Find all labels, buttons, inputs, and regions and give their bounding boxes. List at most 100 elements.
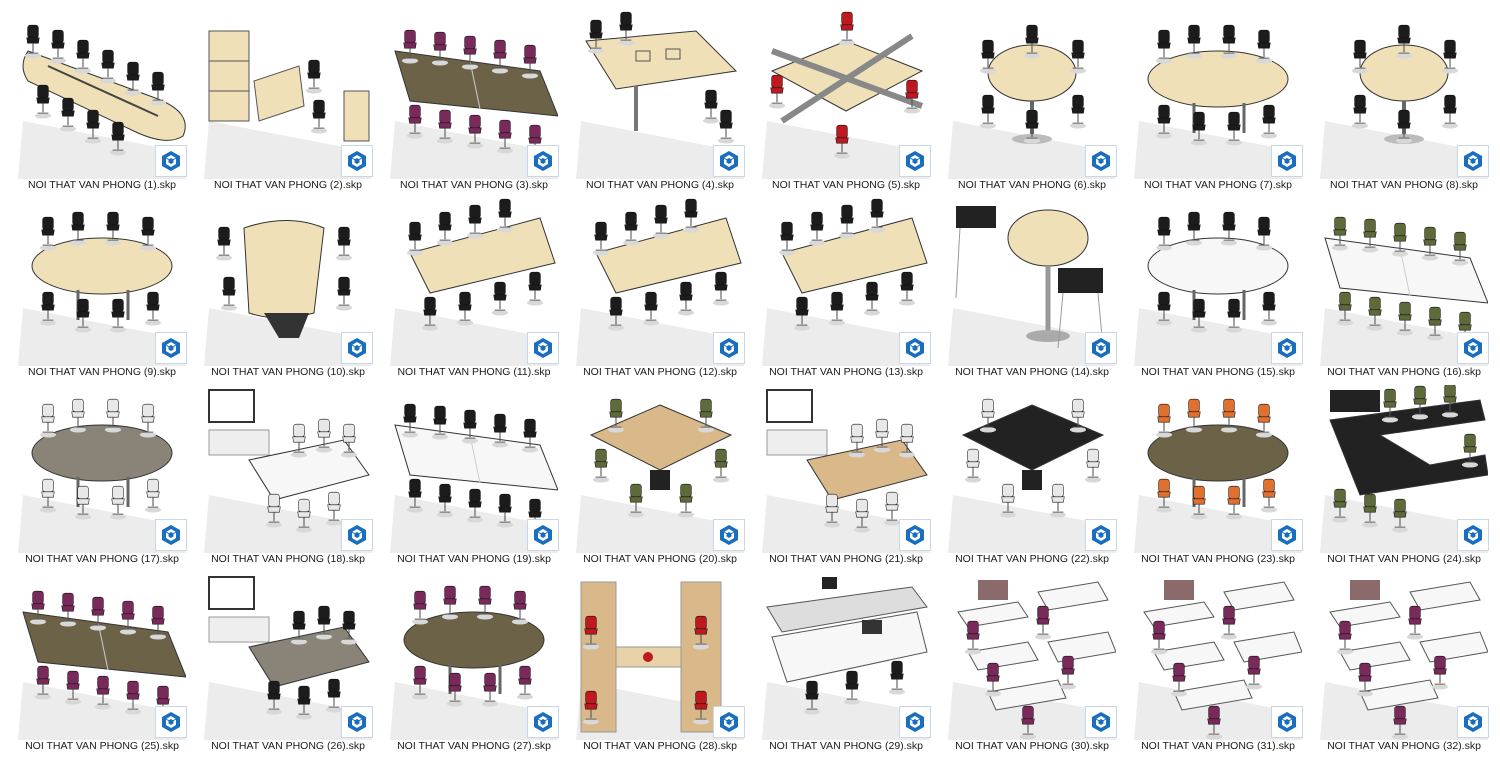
file-item-14[interactable]: NOI THAT VAN PHONG (14).skp	[948, 198, 1134, 385]
sketchup-file-icon	[1271, 332, 1303, 364]
sketchup-file-icon	[713, 332, 745, 364]
file-name-label: NOI THAT VAN PHONG (22).skp	[955, 553, 1109, 565]
file-item-9[interactable]: NOI THAT VAN PHONG (9).skp	[18, 198, 204, 385]
file-item-1[interactable]: NOI THAT VAN PHONG (1).skp	[18, 11, 204, 198]
file-item-15[interactable]: NOI THAT VAN PHONG (15).skp	[1134, 198, 1320, 385]
file-name-label: NOI THAT VAN PHONG (29).skp	[769, 740, 923, 752]
sketchup-file-icon	[527, 145, 559, 177]
file-item-4[interactable]: NOI THAT VAN PHONG (4).skp	[576, 11, 762, 198]
file-item-6[interactable]: NOI THAT VAN PHONG (6).skp	[948, 11, 1134, 198]
file-thumbnail[interactable]	[576, 572, 744, 740]
file-name-label: NOI THAT VAN PHONG (13).skp	[769, 366, 923, 378]
file-item-3[interactable]: NOI THAT VAN PHONG (3).skp	[390, 11, 576, 198]
file-thumbnail[interactable]	[762, 385, 930, 553]
file-thumbnail[interactable]	[1320, 11, 1488, 179]
file-name-label: NOI THAT VAN PHONG (11).skp	[397, 366, 551, 378]
file-item-24[interactable]: NOI THAT VAN PHONG (24).skp	[1320, 385, 1500, 572]
file-item-8[interactable]: NOI THAT VAN PHONG (8).skp	[1320, 11, 1500, 198]
file-name-label: NOI THAT VAN PHONG (18).skp	[211, 553, 365, 565]
file-name-label: NOI THAT VAN PHONG (4).skp	[586, 179, 734, 191]
file-item-27[interactable]: NOI THAT VAN PHONG (27).skp	[390, 572, 576, 759]
sketchup-file-icon	[527, 332, 559, 364]
file-item-12[interactable]: NOI THAT VAN PHONG (12).skp	[576, 198, 762, 385]
file-name-label: NOI THAT VAN PHONG (24).skp	[1327, 553, 1481, 565]
file-thumbnail[interactable]	[204, 385, 372, 553]
sketchup-file-icon	[155, 519, 187, 551]
file-item-29[interactable]: NOI THAT VAN PHONG (29).skp	[762, 572, 948, 759]
file-thumbnail[interactable]	[948, 198, 1116, 366]
file-name-label: NOI THAT VAN PHONG (10).skp	[211, 366, 365, 378]
file-thumbnail[interactable]	[762, 198, 930, 366]
file-name-label: NOI THAT VAN PHONG (6).skp	[958, 179, 1106, 191]
file-name-label: NOI THAT VAN PHONG (8).skp	[1330, 179, 1478, 191]
file-thumbnail[interactable]	[390, 572, 558, 740]
file-item-25[interactable]: NOI THAT VAN PHONG (25).skp	[18, 572, 204, 759]
file-name-label: NOI THAT VAN PHONG (20).skp	[583, 553, 737, 565]
sketchup-file-icon	[527, 706, 559, 738]
file-item-22[interactable]: NOI THAT VAN PHONG (22).skp	[948, 385, 1134, 572]
sketchup-file-icon	[527, 519, 559, 551]
file-item-2[interactable]: NOI THAT VAN PHONG (2).skp	[204, 11, 390, 198]
sketchup-file-icon	[1085, 519, 1117, 551]
file-thumbnail[interactable]	[1320, 572, 1488, 740]
file-item-16[interactable]: NOI THAT VAN PHONG (16).skp	[1320, 198, 1500, 385]
file-item-18[interactable]: NOI THAT VAN PHONG (18).skp	[204, 385, 390, 572]
file-item-26[interactable]: NOI THAT VAN PHONG (26).skp	[204, 572, 390, 759]
file-item-10[interactable]: NOI THAT VAN PHONG (10).skp	[204, 198, 390, 385]
file-item-17[interactable]: NOI THAT VAN PHONG (17).skp	[18, 385, 204, 572]
sketchup-file-icon	[713, 706, 745, 738]
sketchup-file-icon	[341, 145, 373, 177]
sketchup-file-icon	[899, 519, 931, 551]
file-thumbnail[interactable]	[390, 11, 558, 179]
file-thumbnail[interactable]	[390, 198, 558, 366]
sketchup-file-icon	[1457, 145, 1489, 177]
file-thumbnail[interactable]	[762, 572, 930, 740]
sketchup-file-icon	[155, 145, 187, 177]
file-name-label: NOI THAT VAN PHONG (9).skp	[28, 366, 176, 378]
sketchup-file-icon	[1457, 519, 1489, 551]
file-item-20[interactable]: NOI THAT VAN PHONG (20).skp	[576, 385, 762, 572]
file-item-23[interactable]: NOI THAT VAN PHONG (23).skp	[1134, 385, 1320, 572]
file-name-label: NOI THAT VAN PHONG (2).skp	[214, 179, 362, 191]
sketchup-file-icon	[713, 519, 745, 551]
file-name-label: NOI THAT VAN PHONG (25).skp	[25, 740, 179, 752]
file-thumbnail[interactable]	[204, 198, 372, 366]
sketchup-file-icon	[1271, 519, 1303, 551]
file-item-11[interactable]: NOI THAT VAN PHONG (11).skp	[390, 198, 576, 385]
sketchup-file-icon	[1085, 145, 1117, 177]
sketchup-file-icon	[899, 145, 931, 177]
file-name-label: NOI THAT VAN PHONG (12).skp	[583, 366, 737, 378]
file-item-32[interactable]: NOI THAT VAN PHONG (32).skp	[1320, 572, 1500, 759]
sketchup-file-icon	[1457, 706, 1489, 738]
sketchup-file-icon	[1271, 706, 1303, 738]
file-item-30[interactable]: NOI THAT VAN PHONG (30).skp	[948, 572, 1134, 759]
sketchup-file-icon	[899, 706, 931, 738]
file-thumbnail[interactable]	[18, 572, 186, 740]
file-thumbnail[interactable]	[948, 572, 1116, 740]
file-name-label: NOI THAT VAN PHONG (21).skp	[769, 553, 923, 565]
file-item-31[interactable]: NOI THAT VAN PHONG (31).skp	[1134, 572, 1320, 759]
file-name-label: NOI THAT VAN PHONG (32).skp	[1327, 740, 1481, 752]
file-name-label: NOI THAT VAN PHONG (30).skp	[955, 740, 1109, 752]
file-item-7[interactable]: NOI THAT VAN PHONG (7).skp	[1134, 11, 1320, 198]
file-name-label: NOI THAT VAN PHONG (1).skp	[28, 179, 176, 191]
file-name-label: NOI THAT VAN PHONG (26).skp	[211, 740, 365, 752]
sketchup-file-icon	[1085, 706, 1117, 738]
file-item-5[interactable]: NOI THAT VAN PHONG (5).skp	[762, 11, 948, 198]
sketchup-file-icon	[341, 332, 373, 364]
sketchup-file-icon	[1457, 332, 1489, 364]
file-name-label: NOI THAT VAN PHONG (16).skp	[1327, 366, 1481, 378]
file-item-13[interactable]: NOI THAT VAN PHONG (13).skp	[762, 198, 948, 385]
file-thumbnail[interactable]	[204, 572, 372, 740]
sketchup-file-icon	[1271, 145, 1303, 177]
file-item-21[interactable]: NOI THAT VAN PHONG (21).skp	[762, 385, 948, 572]
file-name-label: NOI THAT VAN PHONG (3).skp	[400, 179, 548, 191]
sketchup-file-icon	[1085, 332, 1117, 364]
file-item-19[interactable]: NOI THAT VAN PHONG (19).skp	[390, 385, 576, 572]
file-item-28[interactable]: NOI THAT VAN PHONG (28).skp	[576, 572, 762, 759]
file-name-label: NOI THAT VAN PHONG (31).skp	[1141, 740, 1295, 752]
file-name-label: NOI THAT VAN PHONG (5).skp	[772, 179, 920, 191]
sketchup-file-icon	[341, 706, 373, 738]
file-thumbnail[interactable]	[18, 11, 186, 179]
